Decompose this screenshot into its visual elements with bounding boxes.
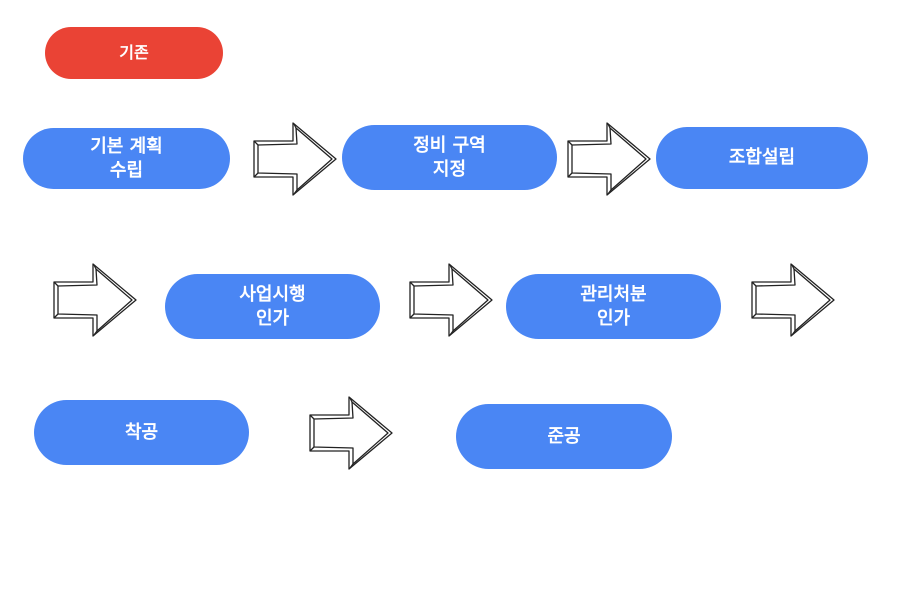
- right-arrow-icon: [250, 119, 340, 199]
- legend-badge-existing: 기존: [45, 27, 223, 79]
- step-label: 관리처분 인가: [580, 283, 647, 329]
- step-completion: 준공: [456, 404, 672, 469]
- step-label: 기본 계획 수립: [90, 135, 163, 181]
- right-arrow-icon: [306, 393, 396, 473]
- right-arrow-icon: [50, 260, 140, 340]
- step-project-implementation-approval: 사업시행 인가: [165, 274, 380, 339]
- step-basic-plan: 기본 계획 수립: [23, 128, 230, 189]
- right-arrow-icon: [748, 260, 838, 340]
- step-association-establishment: 조합설립: [656, 127, 868, 189]
- legend-label: 기존: [119, 43, 149, 62]
- step-zone-designation: 정비 구역 지정: [342, 125, 557, 190]
- step-label: 사업시행 인가: [239, 283, 306, 329]
- step-management-disposal-approval: 관리처분 인가: [506, 274, 721, 339]
- step-construction-start: 착공: [34, 400, 249, 465]
- step-label: 착공: [124, 421, 159, 443]
- step-label: 준공: [547, 425, 581, 447]
- right-arrow-icon: [406, 260, 496, 340]
- step-label: 조합설립: [728, 147, 796, 168]
- step-label: 정비 구역 지정: [413, 134, 486, 180]
- right-arrow-icon: [564, 119, 654, 199]
